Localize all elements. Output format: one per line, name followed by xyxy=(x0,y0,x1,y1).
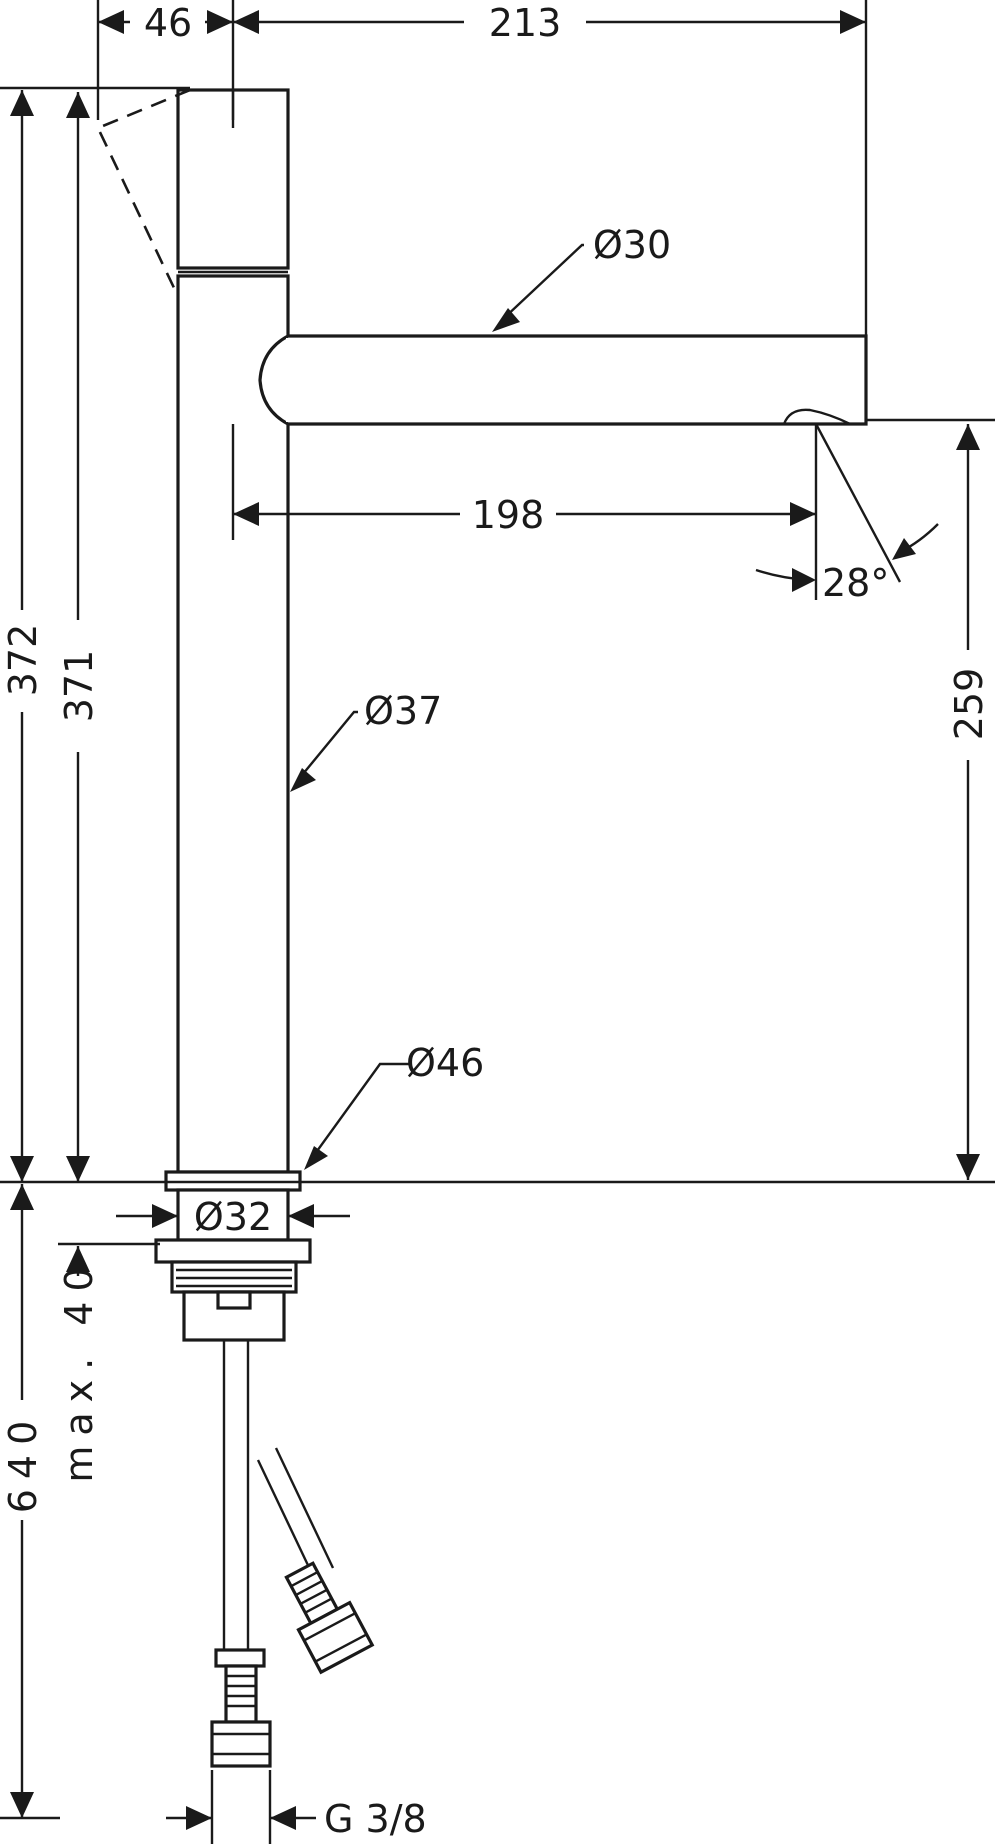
aerator xyxy=(782,408,851,426)
label-spout-reach: 213 xyxy=(489,1,562,45)
faucet-outline xyxy=(96,88,868,1768)
label-spout-height: 259 xyxy=(947,668,991,741)
lock-nut-hatch xyxy=(176,1268,292,1288)
label-spout-diameter: Ø30 xyxy=(593,223,671,267)
label-total-height: 372 xyxy=(1,624,45,697)
label-hose-length: 640 xyxy=(1,1411,45,1514)
spout xyxy=(258,334,868,426)
label-base-diameter: Ø46 xyxy=(406,1041,484,1085)
label-spout-projection: 198 xyxy=(472,493,545,537)
vertical-hose-fitting xyxy=(210,1648,272,1768)
label-spray-angle: 28° xyxy=(822,561,889,605)
label-body-diameter: Ø37 xyxy=(364,689,442,733)
shank xyxy=(176,1188,290,1242)
label-max-thickness: max. 40 xyxy=(57,1257,101,1482)
label-shank-diameter: Ø32 xyxy=(194,1195,272,1239)
label-connection-thread: G 3/8 xyxy=(324,1797,427,1841)
diagonal-hose-fitting xyxy=(284,1561,375,1675)
mounting-plate xyxy=(154,1238,312,1264)
supply-hoses xyxy=(222,1340,335,1650)
label-head-offset: 46 xyxy=(144,1,192,45)
lower-housing-clip xyxy=(216,1290,252,1310)
column-body xyxy=(176,274,290,1174)
label-body-height: 371 xyxy=(57,650,101,723)
handle-swing-dashed xyxy=(96,88,191,291)
